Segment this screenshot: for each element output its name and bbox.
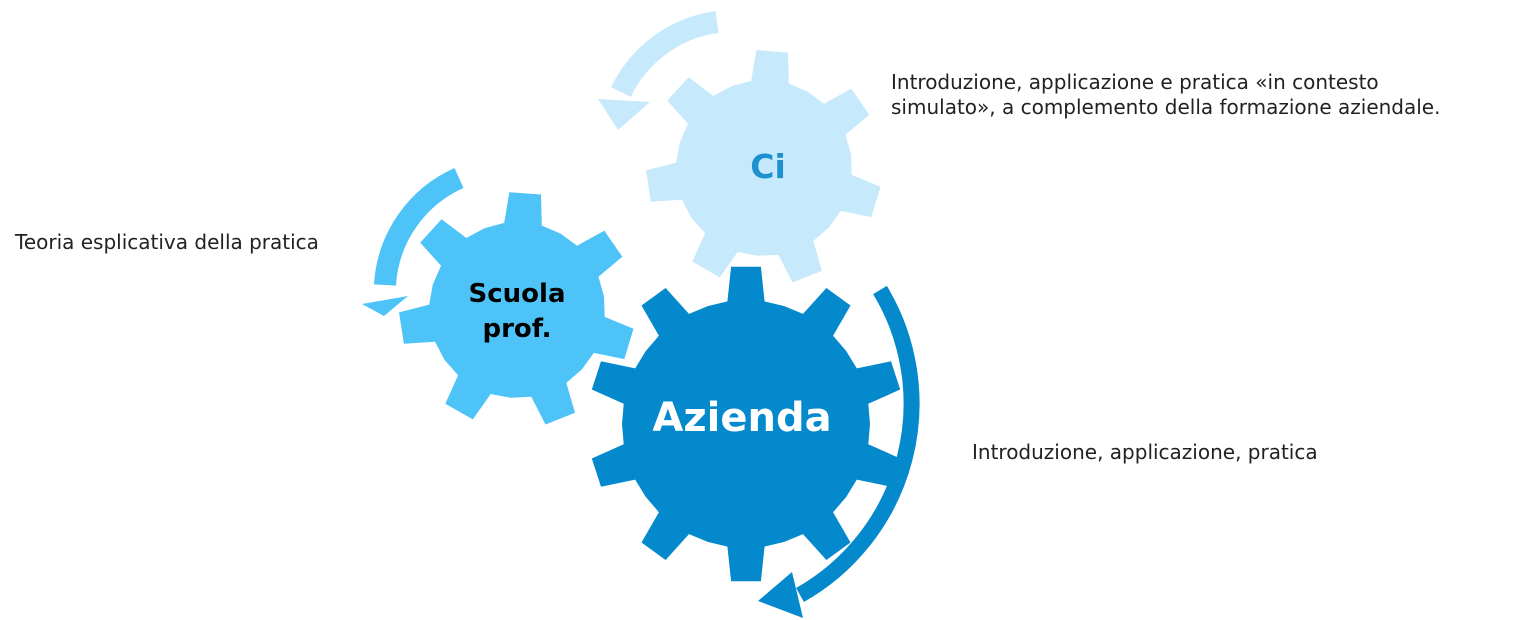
azienda-rotation-arrow [758,285,920,618]
ci-gear-label: Ci [750,147,786,186]
scuola-description: Teoria esplicativa della pratica [15,230,319,254]
scuola-rotation-arrow [362,167,464,316]
scuola-gear-label-line2: prof. [482,314,551,344]
azienda-gear-label: Azienda [652,395,831,441]
azienda-description: Introduzione, applicazione, pratica [972,440,1318,464]
scuola-gear-label-line1: Scuola [469,279,566,309]
ci-description-line1: Introduzione, applicazione e pratica «in… [891,70,1379,94]
scuola-gear: Scuola prof. [399,192,634,425]
ci-description-line2: simulato», a complemento della formazion… [891,95,1441,119]
ci-gear: Ci [646,50,881,283]
ci-description: Introduzione, applicazione e pratica «in… [891,70,1440,120]
ci-rotation-arrow [598,11,719,130]
azienda-gear: Azienda [591,266,901,582]
